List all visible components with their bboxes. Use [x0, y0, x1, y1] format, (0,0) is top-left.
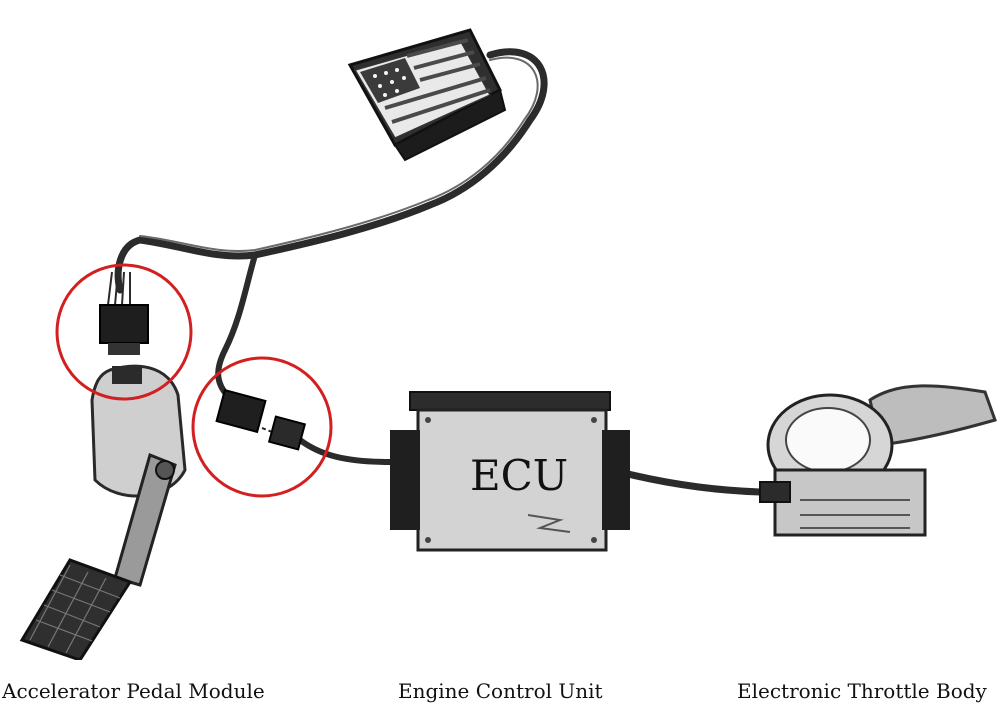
pedal-harness-connector	[99, 271, 149, 355]
connector-to-ecu-cable	[297, 437, 393, 465]
branch-cable	[215, 252, 258, 403]
usa-flag-connector-icon	[347, 28, 507, 162]
main-harness-cable-shadow	[139, 56, 539, 252]
ecu-box-icon: ECU	[390, 391, 630, 552]
highlight-circle-pedal-connector	[55, 263, 193, 401]
accelerator-pedal-icon	[19, 364, 187, 660]
throttle-body-icon	[759, 384, 997, 537]
caption-accelerator-pedal-module: Accelerator Pedal Module	[2, 679, 265, 703]
inline-connector-pair	[215, 388, 307, 451]
ecu-label: ECU	[470, 451, 568, 500]
caption-engine-control-unit: Engine Control Unit	[398, 679, 603, 703]
main-harness-cable	[114, 48, 548, 294]
caption-electronic-throttle-body: Electronic Throttle Body	[737, 679, 987, 703]
highlight-circle-inline-connector	[191, 356, 333, 498]
diagram-drawing: ECU	[19, 28, 997, 660]
ecu-to-throttle-cable	[608, 466, 764, 496]
